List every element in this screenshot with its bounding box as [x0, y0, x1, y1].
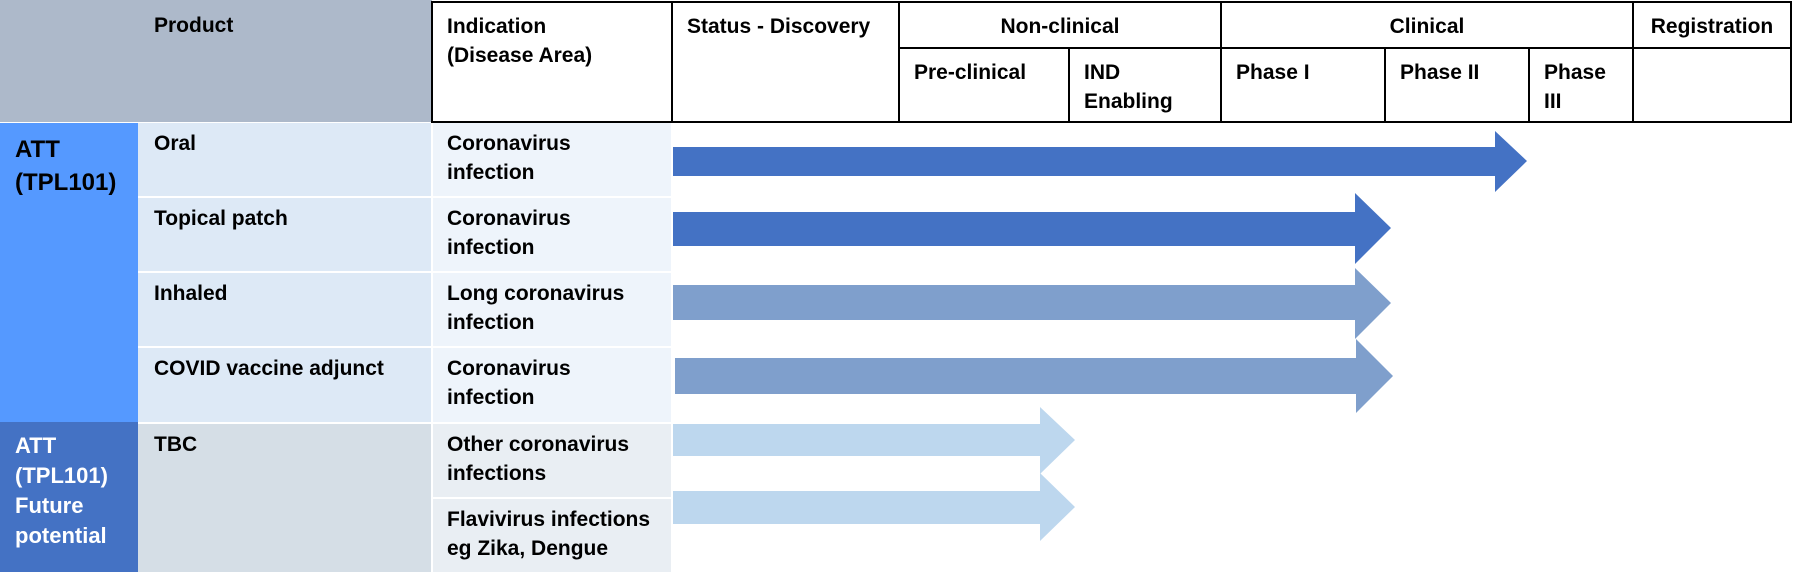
indication-cell-covid-vaccine-adjunct: Coronavirus infection — [433, 348, 671, 422]
product-label: Inhaled — [154, 282, 228, 305]
indication-label: Coronavirus infection — [447, 357, 571, 409]
product-label: Oral — [154, 132, 197, 155]
indication-cell-topical-patch: Coronavirus infection — [433, 198, 671, 271]
product-label: Topical patch — [154, 207, 288, 230]
header-phase2-cell: Phase II — [1384, 47, 1530, 123]
product-cell-inhaled: Inhaled — [138, 273, 431, 346]
indication-label: Long coronavirus infection — [447, 282, 625, 334]
header-phase1-label: Phase I — [1236, 61, 1310, 84]
header-discovery-label: Status - Discovery — [687, 15, 871, 38]
header-phase3-label: Phase III — [1544, 61, 1606, 113]
header-ind-enabling-label: IND Enabling — [1084, 61, 1173, 113]
header-nonclinical-label: Non-clinical — [1000, 15, 1120, 38]
indication-cell-inhaled: Long coronavirus infection — [433, 273, 671, 346]
indication-cell-flavivirus: Flavivirus infections eg Zika, Dengue — [433, 499, 671, 572]
product-cell-oral: Oral — [138, 123, 431, 196]
product-label: COVID vaccine adjunct — [154, 357, 384, 380]
arrow-shape — [673, 407, 1075, 474]
group-att-tpl101-label: ATT (TPL101) — [15, 136, 117, 196]
arrow-shape — [673, 268, 1391, 339]
indication-label: Other coronavirus infections — [447, 433, 630, 485]
header-registration-label: Registration — [1650, 15, 1774, 38]
header-preclinical-label: Pre-clinical — [914, 61, 1027, 84]
header-clinical-cell: Clinical — [1220, 1, 1634, 49]
arrow-shape — [675, 339, 1393, 413]
indication-label: Coronavirus infection — [447, 207, 571, 259]
header-nonclinical-cell: Non-clinical — [898, 1, 1222, 49]
indication-cell-oral: Coronavirus infection — [433, 123, 671, 196]
header-product-cell: Product — [0, 0, 432, 122]
indication-cell-other-coronavirus: Other coronavirus infections — [433, 424, 671, 497]
product-cell-covid-vaccine-adjunct: COVID vaccine adjunct — [138, 348, 431, 422]
indication-label: Coronavirus infection — [447, 132, 571, 184]
product-cell-tbc: TBC — [138, 424, 431, 572]
header-registration-blank-cell — [1632, 47, 1792, 123]
group-att-tpl101-future: ATT (TPL101) Future potential — [0, 422, 138, 572]
header-clinical-label: Clinical — [1389, 15, 1465, 38]
header-indication-cell: Indication (Disease Area) — [431, 1, 673, 123]
header-phase1-cell: Phase I — [1220, 47, 1386, 123]
header-indication-label: Indication (Disease Area) — [447, 15, 593, 67]
header-phase2-label: Phase II — [1400, 61, 1480, 84]
header-ind-enabling-cell: IND Enabling — [1068, 47, 1222, 123]
indication-label: Flavivirus infections eg Zika, Dengue — [447, 508, 651, 560]
arrow-shape — [673, 131, 1527, 192]
arrow-shape — [673, 473, 1075, 541]
group-att-tpl101: ATT (TPL101) — [0, 123, 138, 422]
header-preclinical-cell: Pre-clinical — [898, 47, 1070, 123]
group-att-tpl101-future-label: ATT (TPL101) Future potential — [15, 433, 108, 548]
arrow-shape — [673, 193, 1391, 264]
header-product-label: Product — [154, 14, 234, 37]
product-cell-topical-patch: Topical patch — [138, 198, 431, 271]
product-label: TBC — [154, 433, 198, 456]
